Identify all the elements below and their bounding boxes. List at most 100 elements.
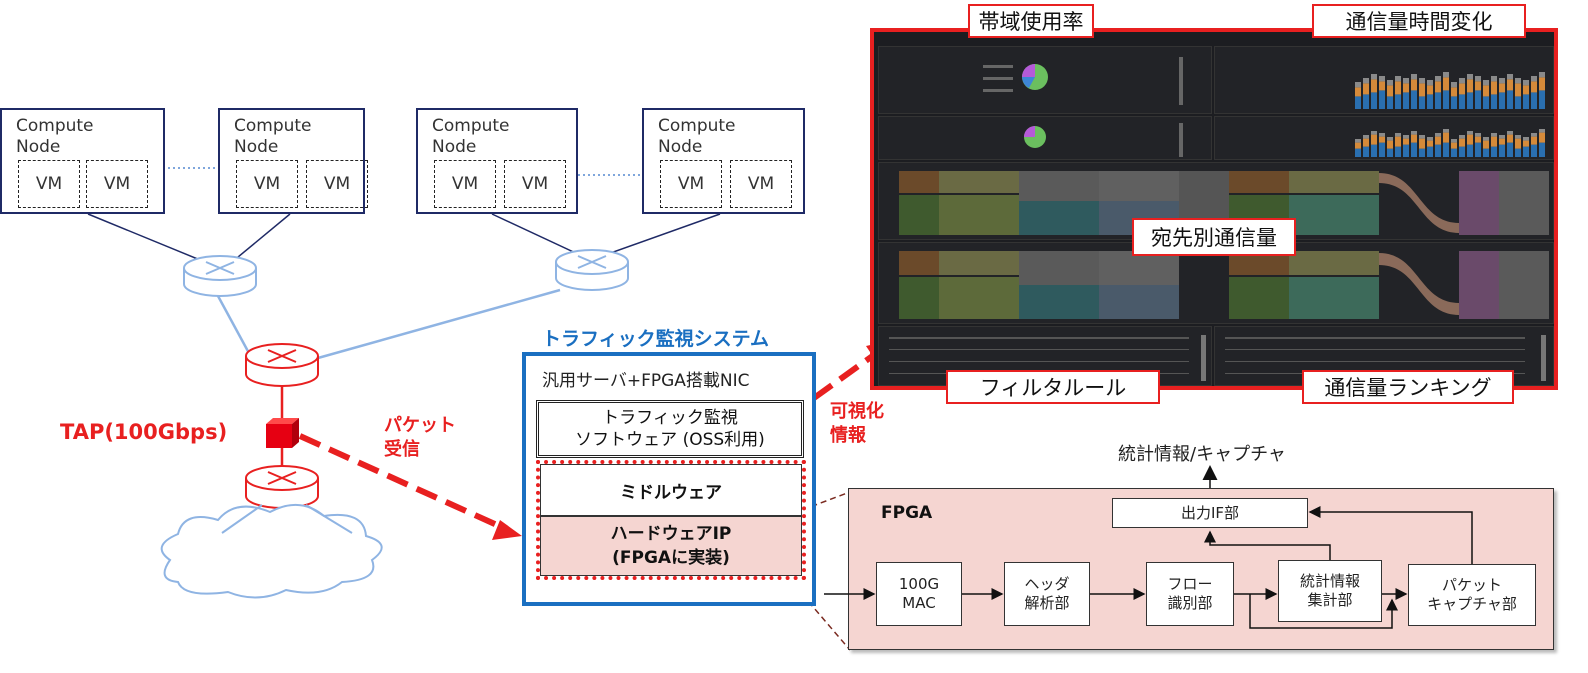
bar-segment <box>1531 81 1537 93</box>
bar-segment <box>1395 81 1401 95</box>
bar-segment <box>1419 135 1425 139</box>
bar-segment <box>1531 76 1537 82</box>
network-cloud-icon <box>160 504 383 599</box>
bar-segment <box>1507 74 1513 80</box>
bar-segment <box>1443 77 1449 91</box>
bar-segment <box>1459 146 1465 157</box>
dashboard-screenshot <box>870 28 1558 390</box>
bar-segment <box>1507 134 1513 143</box>
bar-segment <box>1491 133 1497 137</box>
bar-segment <box>1379 76 1385 82</box>
bar-segment <box>1515 83 1521 97</box>
bar-segment <box>1427 85 1433 95</box>
bar-segment <box>1523 94 1529 109</box>
bar-segment <box>1355 148 1361 157</box>
bar-segment <box>1499 78 1505 84</box>
bar-segment <box>1515 96 1521 109</box>
pie-chart-icon <box>1024 123 1183 157</box>
bar-segment <box>1459 135 1465 139</box>
bar-segment <box>1371 131 1377 135</box>
bandwidth-panel <box>878 46 1212 114</box>
bandwidth-panel-2 <box>878 116 1212 160</box>
stats-output-label: 統計情報/キャプチャ <box>1118 444 1286 465</box>
bar-segment <box>1427 140 1433 147</box>
cloud-links <box>221 504 353 534</box>
bar-segment <box>1371 144 1377 157</box>
bar-segment <box>1363 78 1369 84</box>
bar-segment <box>1451 96 1457 109</box>
bar-segment <box>1379 136 1385 143</box>
bar-segment <box>1531 136 1537 145</box>
middleware-block: ミドルウェア <box>540 464 802 516</box>
zoom-line-top <box>801 491 851 511</box>
bar-segment <box>1467 92 1473 109</box>
vm-box: VM <box>306 160 368 208</box>
bar-segment <box>1483 137 1489 141</box>
capture-block: パケット キャプチャ部 <box>1408 564 1536 626</box>
bar-segment <box>1363 94 1369 109</box>
bar-segment <box>1427 80 1433 86</box>
bar-segment <box>1507 79 1513 91</box>
bar-segment <box>1483 80 1489 86</box>
vm-box: VM <box>18 160 80 208</box>
bar-segment <box>1475 133 1481 137</box>
bar-segment <box>1507 90 1513 109</box>
bar-segment <box>1443 142 1449 157</box>
visualization-arrow <box>812 349 880 401</box>
bar-segment <box>1499 144 1505 157</box>
header-parse-block: ヘッダ 解析部 <box>1004 562 1090 626</box>
flow-id-block: フロー 識別部 <box>1146 562 1234 626</box>
bar-segment <box>1531 144 1537 157</box>
bar-segment <box>1419 148 1425 157</box>
bar-segment <box>1467 131 1473 135</box>
compute-node-2: Compute Node VM VM <box>218 108 368 214</box>
stats-block: 統計情報 集計部 <box>1278 560 1382 622</box>
traffic-time-callout: 通信量時間変化 <box>1312 4 1526 38</box>
bar-segment <box>1499 138 1505 145</box>
bar-segment <box>1483 96 1489 109</box>
bar-segment <box>1387 148 1393 157</box>
bar-segment <box>1395 146 1401 157</box>
bar-segment <box>1459 138 1465 147</box>
bar-segment <box>1475 136 1481 143</box>
router-icon-core <box>245 343 319 387</box>
traffic-time-panel <box>1214 46 1554 114</box>
bar-segment <box>1403 83 1409 93</box>
stacked-bar-icon <box>1355 72 1545 109</box>
bar-segment <box>1539 90 1545 109</box>
ranking-panel <box>1214 326 1554 386</box>
bar-segment <box>1403 135 1409 139</box>
compute-node-label: Compute Node <box>234 116 312 157</box>
bar-segment <box>1515 78 1521 84</box>
bar-segment <box>1443 129 1449 133</box>
compute-node-1: Compute Node VM VM <box>0 108 165 214</box>
bar-segment <box>1483 85 1489 97</box>
bar-segment <box>1427 146 1433 157</box>
bar-segment <box>1467 74 1473 80</box>
bar-segment <box>1443 72 1449 78</box>
bar-segment <box>1403 138 1409 145</box>
bar-segment <box>1451 82 1457 88</box>
router-links <box>216 288 561 360</box>
bar-segment <box>1355 139 1361 143</box>
bar-segment <box>1363 83 1369 95</box>
destination-callout: 宛先別通信量 <box>1132 218 1296 256</box>
bar-segment <box>1451 148 1457 157</box>
bar-segment <box>1387 85 1393 97</box>
bar-segment <box>1515 138 1521 149</box>
destination-panel-2 <box>878 242 1554 324</box>
bar-segment <box>1355 87 1361 97</box>
bar-segment <box>1475 76 1481 82</box>
bar-segment <box>1539 132 1545 143</box>
bar-segment <box>1387 80 1393 86</box>
system-title: トラフィック監視システム <box>542 328 770 350</box>
bar-segment <box>1411 90 1417 109</box>
bar-segment <box>1523 137 1529 141</box>
bar-segment <box>1427 94 1433 109</box>
bar-segment <box>1411 79 1417 91</box>
visualization-label: 可視化 情報 <box>830 401 884 446</box>
bar-segment <box>1379 142 1385 157</box>
bar-segment <box>1467 79 1473 93</box>
bar-segment <box>1459 83 1465 95</box>
